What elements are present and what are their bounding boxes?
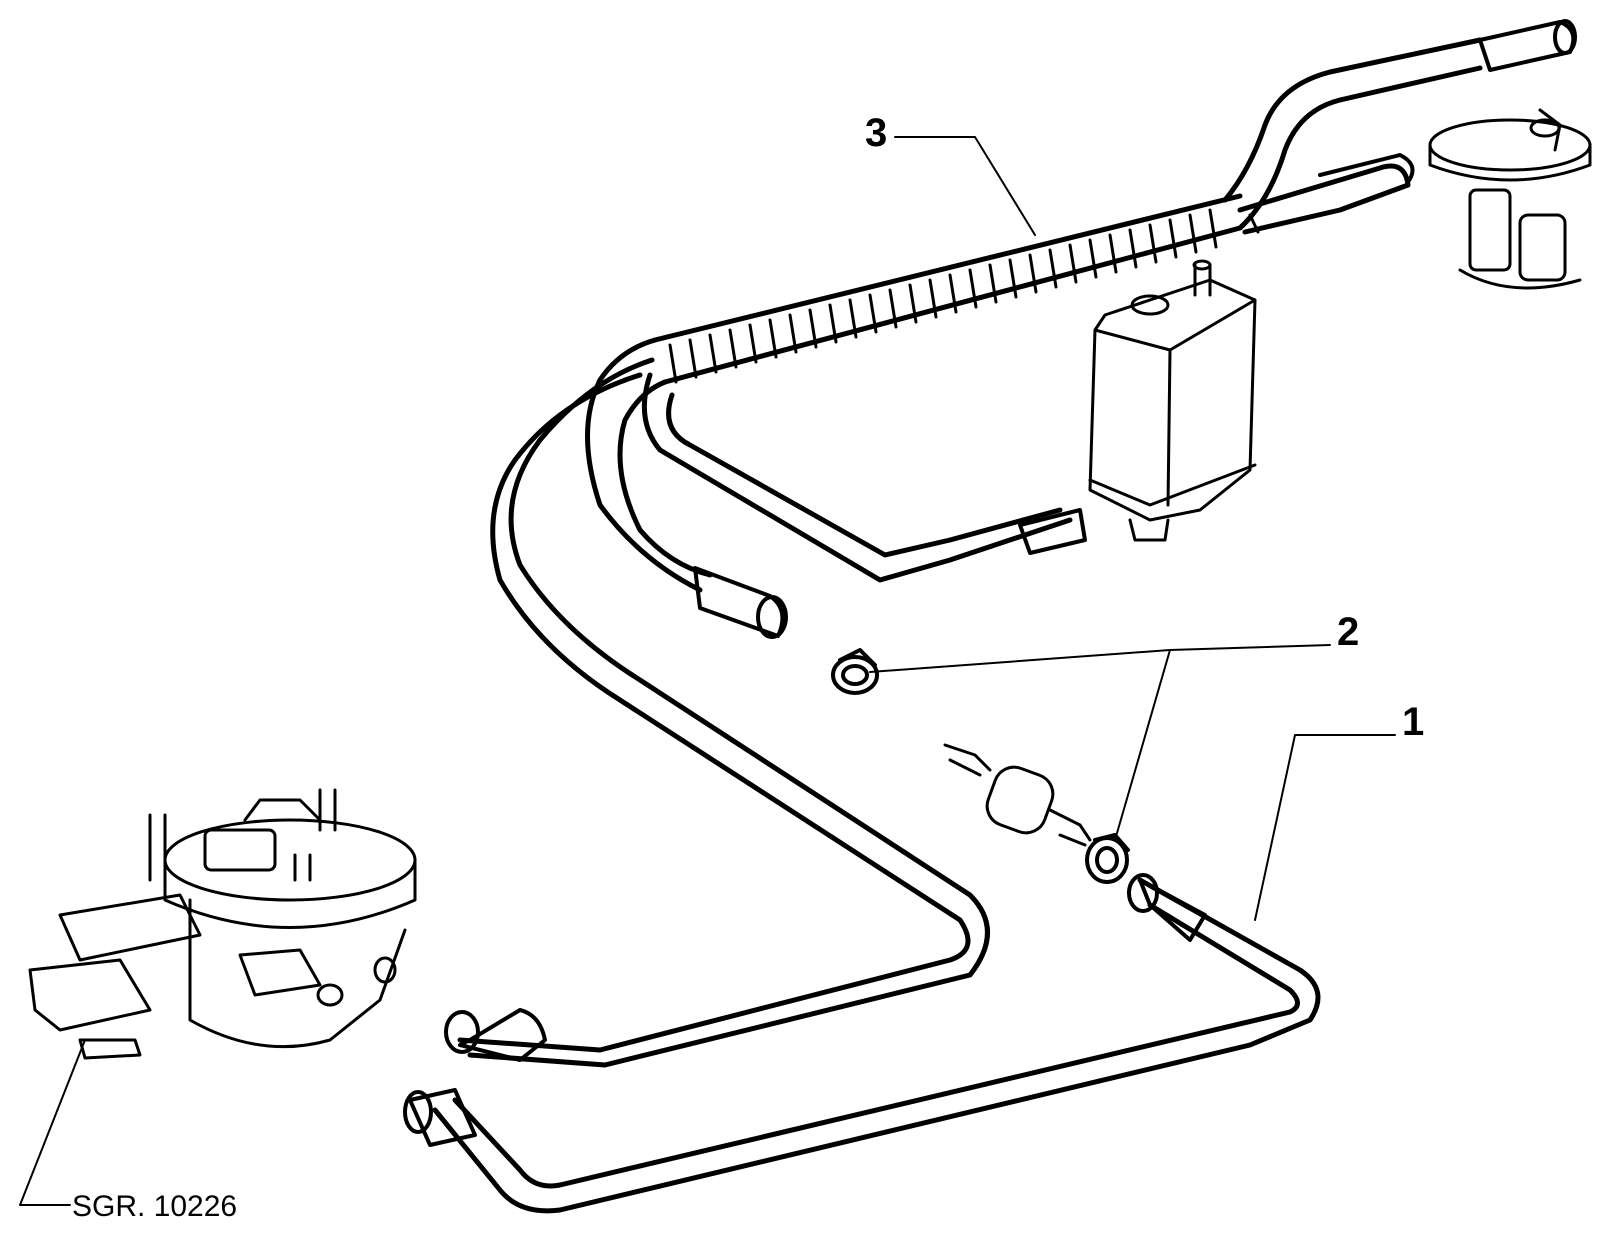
leader-lines bbox=[19, 136, 1396, 1206]
callout-1: 1 bbox=[1402, 700, 1425, 744]
fuel-pump-sender bbox=[1428, 108, 1592, 290]
leader-1 bbox=[1254, 734, 1396, 921]
fuel-filter bbox=[943, 743, 1092, 847]
leader-ref bbox=[19, 1039, 86, 1206]
callout-2: 2 bbox=[1337, 610, 1360, 654]
fuel-pipe-bundle bbox=[444, 19, 1577, 1068]
leader-2 bbox=[869, 644, 1331, 673]
fuel-hose bbox=[403, 873, 1321, 1214]
hose-clamp-lower bbox=[1085, 833, 1130, 884]
leader-3 bbox=[894, 136, 1036, 236]
reference-label: SGR. 10226 bbox=[72, 1190, 238, 1223]
carburettor bbox=[28, 788, 417, 1060]
callout-3: 3 bbox=[865, 111, 888, 155]
hose-clamp-upper bbox=[831, 648, 879, 695]
charcoal-canister bbox=[1088, 259, 1257, 542]
leader-2b bbox=[1114, 649, 1171, 841]
